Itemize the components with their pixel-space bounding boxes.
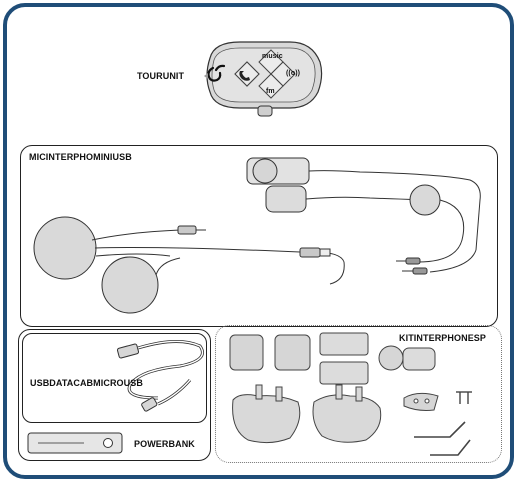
mic-kit-illustration [33, 157, 481, 314]
mic-kit-panel [20, 145, 498, 327]
usb-cable-illustration [116, 339, 204, 412]
label-tourunit: TOURUNIT [137, 71, 185, 81]
phone-icon [239, 71, 250, 81]
usb-cable-panel [22, 333, 207, 423]
label-pairing: ((o)) [286, 70, 301, 77]
interphone-logo-icon [207, 64, 226, 82]
label-mic-kit: MICINTERPHOMINIUSB [29, 152, 132, 162]
label-fm: fm [266, 88, 275, 95]
label-powerbank: POWERBANK [134, 439, 195, 449]
label-usb-cable: USBDATACABMICROUSB [30, 378, 143, 388]
label-music: music [262, 53, 283, 60]
label-kit-interphone: KITINTERPHONESP [399, 333, 487, 343]
kit-interphone-panel [215, 325, 502, 463]
powerbank-illustration [27, 432, 123, 454]
accessories-panel [18, 329, 211, 461]
tourunit-device [204, 41, 323, 117]
kit-interphone-illustration [229, 332, 472, 456]
